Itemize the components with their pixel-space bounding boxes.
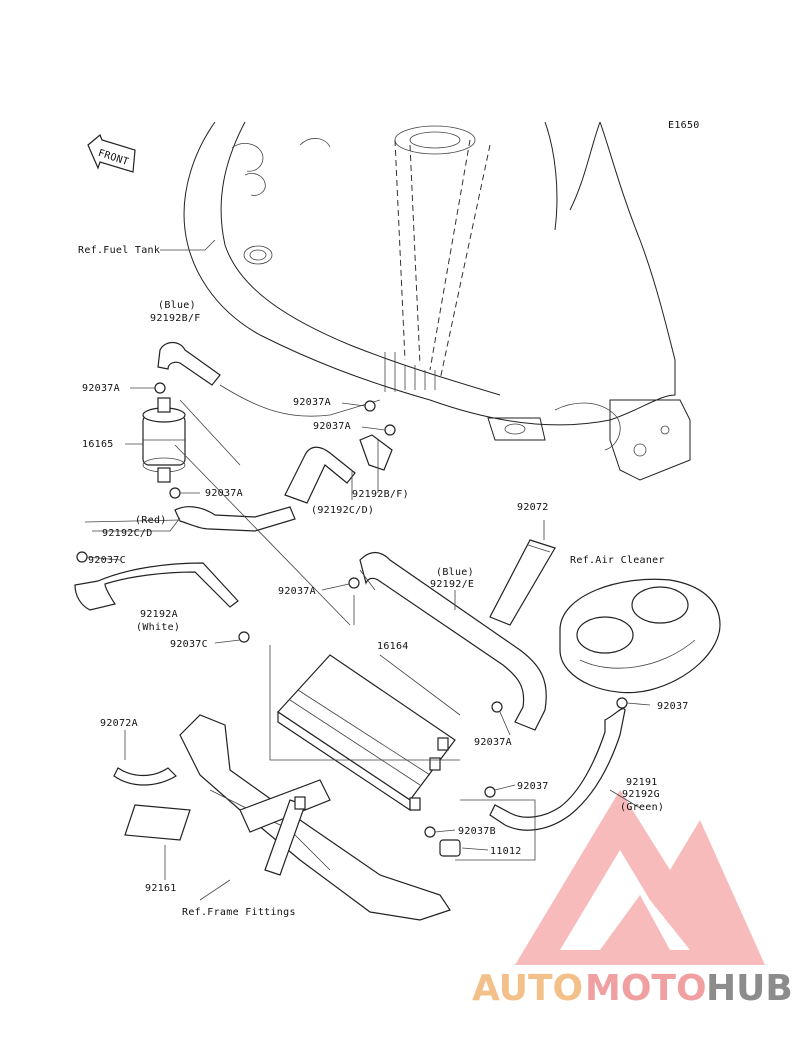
label-92191: 92191 [626, 777, 658, 788]
clamp-92037-2 [484, 786, 496, 798]
label-92192cd-mid: (92192C/D) [311, 505, 374, 516]
label-16165: 16165 [82, 439, 114, 450]
label-92161: 92161 [145, 883, 177, 894]
label-blue-mid: (Blue) [436, 567, 474, 578]
label-92037-1: 92037 [657, 701, 689, 712]
clamp-92037b [424, 826, 436, 838]
leader-lines [84, 239, 651, 901]
label-16164: 16164 [377, 641, 409, 652]
clamp-92037a-3 [364, 400, 376, 412]
clamp-92037a-5 [348, 577, 360, 589]
fuel-tank-outline [183, 121, 691, 481]
label-92072: 92072 [517, 502, 549, 513]
cap-11012 [439, 839, 461, 857]
pad-92161 [124, 804, 191, 841]
label-92037b: 92037B [458, 826, 496, 837]
label-92072a: 92072A [100, 718, 138, 729]
label-92192g: 92192G [622, 789, 660, 800]
label-frame-fittings: Ref.Frame Fittings [182, 907, 296, 918]
watermark-text: AUTO MOTO HUB [472, 968, 793, 1009]
label-92037a-4: 92037A [313, 421, 351, 432]
part-labels: E1650 Ref.Fuel Tank (Blue) 92192B/F 9203… [78, 120, 700, 918]
canister-16164 [277, 654, 461, 857]
label-92037a-5: 92037A [278, 586, 316, 597]
label-92037a-2: 92037A [205, 488, 243, 499]
label-red: (Red) [135, 515, 167, 526]
air-cleaner [559, 578, 721, 694]
clamp-92037a-2 [169, 487, 181, 499]
watermark-part-1: AUTO [472, 968, 583, 1009]
clamp-92037a-4 [384, 424, 396, 436]
frame-bracket [113, 714, 451, 921]
watermark-part-3: HUB [706, 968, 793, 1009]
hose-clamps [76, 382, 628, 838]
label-blue-top: (Blue) [158, 300, 196, 311]
diagram-code: E1650 [668, 120, 700, 131]
watermark-part-2: MOTO [585, 968, 707, 1009]
label-white: (White) [136, 622, 180, 633]
clamp-92037-1 [616, 697, 628, 709]
clamp-92037c-1 [76, 551, 88, 563]
label-92037a-1: 92037A [82, 383, 120, 394]
upper-hoses [74, 341, 626, 831]
label-92037c-1: 92037C [88, 555, 126, 566]
fuel-filter [142, 397, 186, 483]
label-92192e: 92192/E [430, 579, 474, 590]
label-92192a: 92192A [140, 609, 178, 620]
clamp-92037c-2 [238, 631, 250, 643]
label-air-cleaner: Ref.Air Cleaner [570, 555, 665, 566]
label-92192bf-top: 92192B/F [150, 313, 201, 324]
label-fuel-tank: Ref.Fuel Tank [78, 245, 160, 256]
strap-92072a [113, 767, 177, 786]
label-92192bf-mid: 92192B/F) [352, 489, 409, 500]
strap-92072 [489, 539, 556, 626]
clamp-92037a-6 [491, 701, 503, 713]
front-arrow-icon: FRONT [87, 134, 136, 173]
label-92037a-3: 92037A [293, 397, 331, 408]
label-92037-2: 92037 [517, 781, 549, 792]
label-92037c-2: 92037C [170, 639, 208, 650]
watermark-logo [515, 790, 765, 965]
label-11012: 11012 [490, 846, 522, 857]
label-92192cd-left: 92192C/D [102, 528, 153, 539]
clamp-92037a-1 [154, 382, 166, 394]
label-green: (Green) [620, 802, 664, 813]
label-92037a-6: 92037A [474, 737, 512, 748]
